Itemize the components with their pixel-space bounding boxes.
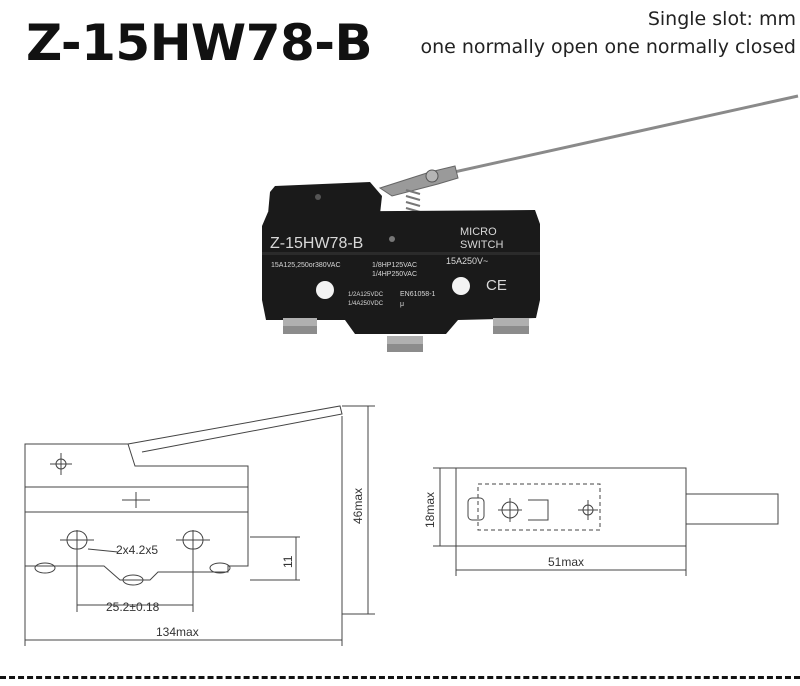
top-body	[455, 467, 687, 547]
product-title: Z-15HW78-B	[26, 14, 373, 72]
dim-length: 134max	[156, 625, 199, 639]
lever-bracket	[378, 165, 459, 197]
mounting-hole-right	[452, 277, 470, 295]
terminal-screws	[283, 318, 529, 352]
mounting-hole-left	[316, 281, 334, 299]
top-lever	[685, 493, 779, 525]
print-rating-3: 1/4HP250VAC	[372, 271, 417, 278]
spring	[405, 189, 421, 213]
body-dot	[389, 236, 395, 242]
print-rating-1: 15A125,250or380VAC	[271, 262, 341, 269]
dim-base: 11	[281, 555, 295, 568]
switch-photo: Z-15HW78-B MICRO SWITCH 15A125,250or380V…	[262, 94, 799, 352]
wire-lever	[399, 94, 799, 186]
print-rating-5: 1/2A125VDC	[348, 292, 384, 298]
dim-depth: 51max	[548, 555, 584, 569]
front-view-drawing	[24, 405, 375, 646]
print-mu: μ	[400, 301, 404, 308]
bottom-divider	[0, 676, 800, 679]
print-rating-4: 15A250V~	[446, 256, 488, 266]
print-rating-2: 1/8HP125VAC	[372, 262, 417, 269]
print-model: Z-15HW78-B	[270, 235, 363, 252]
switch-head	[268, 182, 382, 214]
print-standard: EN61058-1	[400, 291, 436, 298]
print-rating-6: 1/4A250VDC	[348, 301, 384, 307]
lever-pivot	[425, 169, 439, 183]
ce-mark: CE	[486, 277, 507, 294]
dim-width: 18max	[423, 492, 437, 528]
print-switch: SWITCH	[460, 239, 503, 251]
drawing-lever	[127, 405, 343, 453]
switch-body	[262, 210, 540, 334]
dim-holes: 2x4.2x5	[116, 543, 158, 557]
top-view-drawing	[433, 467, 779, 576]
unit-note: Single slot: mm	[647, 8, 796, 30]
body-groove	[262, 252, 540, 255]
head-dot	[315, 194, 321, 200]
dim-pitch: 25.2±0.18	[106, 600, 160, 614]
contact-note: one normally open one normally closed	[420, 36, 796, 58]
print-micro: MICRO	[460, 226, 497, 238]
dim-height: 46max	[351, 488, 365, 524]
